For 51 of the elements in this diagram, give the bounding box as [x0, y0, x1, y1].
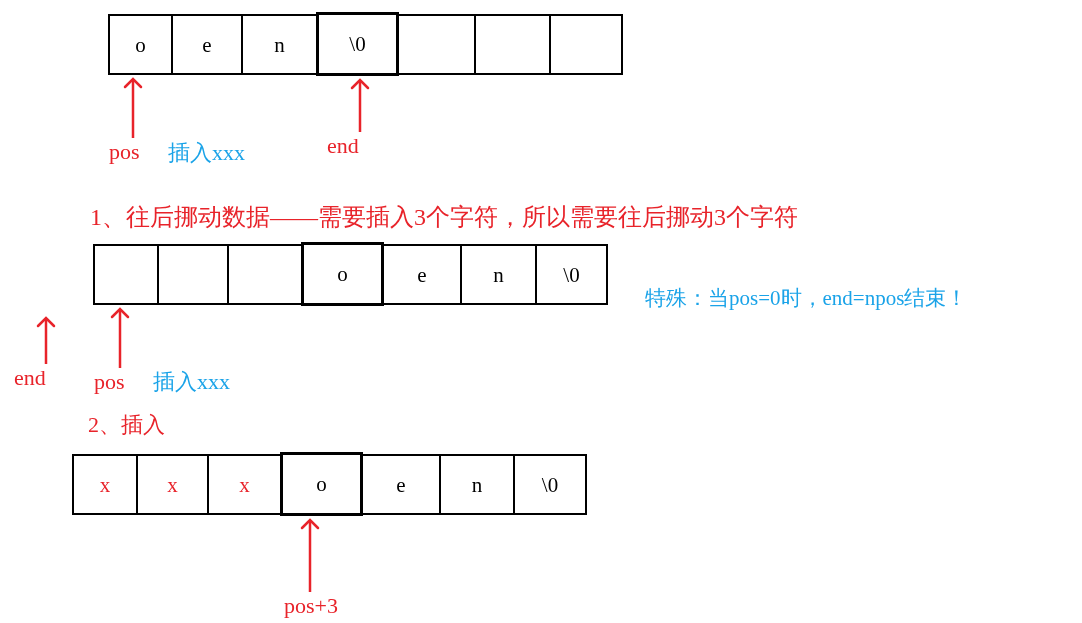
cell-character: o: [336, 263, 349, 285]
pointer-label: end: [327, 134, 371, 160]
array-cell: [513, 454, 587, 515]
pointer-label: pos: [109, 140, 155, 166]
cell-character: x: [166, 474, 179, 495]
cell-character: e: [201, 34, 213, 55]
insert-note: 插入xxx: [153, 368, 230, 396]
insert-note: 插入xxx: [168, 139, 245, 167]
pointer-label: pos: [94, 370, 140, 396]
array-cell: [171, 14, 243, 75]
cell-character: n: [273, 34, 286, 55]
cell-character: e: [395, 474, 407, 495]
array-cell: [241, 14, 318, 75]
empty-array-cell: [397, 14, 476, 75]
cell-character: e: [416, 264, 428, 285]
step-heading: 2、插入: [88, 411, 165, 439]
array-cell: [460, 244, 537, 305]
empty-array-cell: [549, 14, 623, 75]
array-cell: [72, 454, 138, 515]
array-cell: [280, 452, 363, 516]
array-cell: [136, 454, 209, 515]
cell-character: \0: [540, 474, 560, 495]
array-cell: [439, 454, 515, 515]
array-cell: [108, 14, 173, 75]
array-cell: [316, 12, 399, 76]
pointer-arrow: [123, 77, 143, 138]
empty-array-cell: [157, 244, 229, 305]
array-cell: [382, 244, 462, 305]
pointer-arrow: [350, 78, 370, 132]
pointer-arrow: [110, 307, 130, 368]
array-cell: [301, 242, 384, 306]
pointer-label: end: [14, 366, 58, 392]
array-cell: [361, 454, 441, 515]
empty-array-cell: [227, 244, 303, 305]
cell-character: \0: [562, 264, 581, 285]
cell-character: \0: [348, 33, 367, 55]
empty-array-cell: [93, 244, 159, 305]
cell-character: x: [98, 474, 112, 495]
cell-character: n: [492, 264, 505, 285]
cell-character: o: [315, 473, 328, 495]
empty-array-cell: [474, 14, 551, 75]
pointer-arrow: [300, 518, 320, 592]
special-case-note: 特殊：当pos=0时，end=npos结束！: [645, 285, 968, 312]
array-cell: [207, 454, 282, 515]
cell-character: x: [238, 474, 251, 495]
array-cell: [535, 244, 608, 305]
cell-character: o: [134, 34, 147, 55]
step-heading: 1、往后挪动数据——需要插入3个字符，所以需要往后挪动3个字符: [90, 203, 798, 231]
cell-character: n: [470, 474, 484, 495]
pointer-label: pos+3: [284, 594, 358, 620]
pointer-arrow: [36, 316, 56, 364]
